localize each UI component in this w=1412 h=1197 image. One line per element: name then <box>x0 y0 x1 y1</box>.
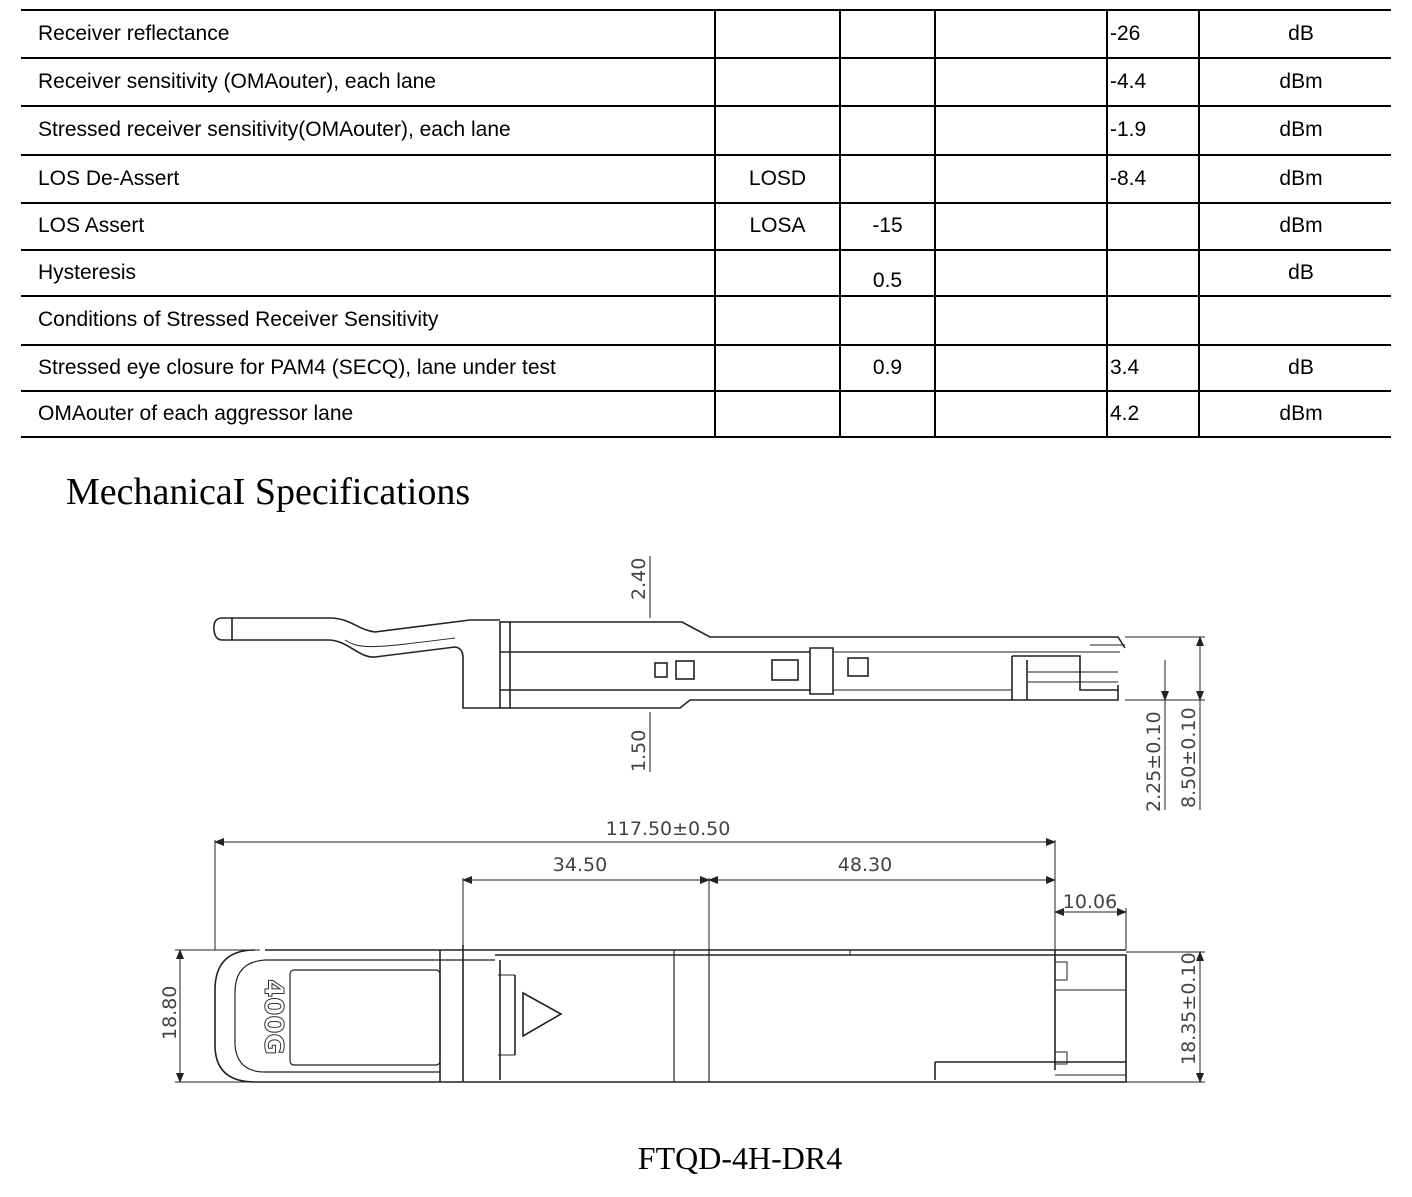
param-cell: LOS De-Assert <box>38 166 180 190</box>
max-cell: 4.2 <box>1110 401 1140 425</box>
unit-cell: dB <box>1288 21 1314 45</box>
param-cell: Receiver reflectance <box>38 21 230 45</box>
table-rule <box>21 57 1391 59</box>
typ-cell <box>935 345 1107 390</box>
typ-cell <box>935 155 1107 202</box>
typ-cell <box>935 203 1107 249</box>
column-divider <box>714 10 716 437</box>
drawing-caption: FTQD-4H-DR4 <box>637 1140 843 1176</box>
table-row: Hysteresis 0.5 dB <box>21 250 1391 295</box>
min-cell: -15 <box>872 214 903 237</box>
unit-cell: dBm <box>1279 118 1323 141</box>
symbol-cell: LOSD <box>748 166 807 190</box>
min-cell: 0.5 <box>872 268 903 292</box>
symbol-cell <box>715 10 840 57</box>
param-cell: Stressed receiver sensitivity(OMAouter),… <box>38 118 511 141</box>
symbol-cell <box>715 250 840 295</box>
column-divider <box>1198 10 1200 437</box>
min-cell <box>840 10 935 57</box>
max-cell: -1.9 <box>1110 118 1147 141</box>
unit-cell: dBm <box>1279 214 1323 237</box>
max-cell: -8.4 <box>1110 166 1147 190</box>
max-cell: 3.4 <box>1110 355 1140 379</box>
column-divider <box>1106 10 1108 437</box>
spec-table: Receiver reflectance -26 dB Receiver sen… <box>0 0 1412 440</box>
table-rule <box>21 105 1391 107</box>
dim-a: 34.50 <box>553 854 607 876</box>
max-cell: -26 <box>1110 21 1141 45</box>
dim-right-inner: 2.25±0.10 <box>1143 711 1165 812</box>
dim-top: 2.40 <box>628 558 650 600</box>
table-rule <box>21 436 1391 438</box>
param-cell: Conditions of Stressed Receiver Sensitiv… <box>38 308 439 331</box>
table-rule <box>21 202 1391 204</box>
dim-total: 117.50±0.50 <box>606 818 731 840</box>
min-cell <box>840 296 935 344</box>
table-rule <box>21 390 1391 392</box>
table-row: Receiver reflectance -26 dB <box>21 10 1391 57</box>
typ-cell <box>935 10 1107 57</box>
max-cell <box>1107 296 1202 344</box>
symbol-cell <box>715 296 840 344</box>
dim-right-outer: 8.50±0.10 <box>1178 707 1200 808</box>
param-cell: Hysteresis <box>38 260 137 284</box>
table-rule <box>21 295 1391 297</box>
unit-cell: dBm <box>1279 166 1323 190</box>
typ-cell <box>935 296 1107 344</box>
unit-cell: dB <box>1288 355 1314 379</box>
typ-cell <box>935 58 1107 105</box>
unit-cell: dB <box>1288 260 1314 284</box>
table-row: Conditions of Stressed Receiver Sensitiv… <box>21 296 1391 344</box>
unit-cell: dBm <box>1279 69 1323 93</box>
max-cell: -4.4 <box>1110 69 1147 93</box>
typ-cell <box>935 106 1107 154</box>
top-view <box>175 838 1205 1083</box>
table-rule <box>21 9 1391 11</box>
mechanical-drawing: 2.40 1.50 2.25±0.10 8.50±0.10 <box>159 556 1205 1083</box>
dim-c: 10.06 <box>1063 891 1117 913</box>
table-row: Receiver sensitivity (OMAouter), each la… <box>21 58 1391 105</box>
dim-bottom: 1.50 <box>628 730 650 772</box>
side-view <box>213 556 1205 810</box>
param-cell: OMAouter of each aggressor lane <box>38 401 354 425</box>
max-cell <box>1107 203 1202 249</box>
max-cell <box>1107 250 1202 295</box>
symbol-cell <box>715 345 840 390</box>
column-divider <box>934 10 936 437</box>
table-rule <box>21 154 1391 156</box>
symbol-cell: LOSA <box>749 214 806 237</box>
unit-cell <box>1199 296 1391 344</box>
table-row: OMAouter of each aggressor lane 4.2 dBm <box>21 391 1391 436</box>
table-row: Stressed receiver sensitivity(OMAouter),… <box>21 106 1391 154</box>
unit-cell: dBm <box>1279 401 1323 425</box>
symbol-cell <box>715 58 840 105</box>
min-cell <box>840 58 935 105</box>
min-cell <box>840 155 935 202</box>
section-heading: MechanicaI Specifications <box>66 471 471 513</box>
symbol-cell <box>715 106 840 154</box>
dim-b: 48.30 <box>838 854 892 876</box>
param-cell: Receiver sensitivity (OMAouter), each la… <box>38 69 436 93</box>
table-row: LOS De-Assert LOSD -8.4 dBm <box>21 155 1391 202</box>
typ-cell <box>935 391 1107 436</box>
table-row: Stressed eye closure for PAM4 (SECQ), la… <box>21 345 1391 390</box>
dim-height-left: 18.80 <box>159 986 181 1040</box>
typ-cell <box>935 250 1107 295</box>
dim-height-right: 18.35±0.10 <box>1178 952 1200 1065</box>
symbol-cell <box>715 391 840 436</box>
min-cell <box>840 106 935 154</box>
param-cell: Stressed eye closure for PAM4 (SECQ), la… <box>38 355 556 379</box>
table-rule <box>21 249 1391 251</box>
min-cell <box>840 391 935 436</box>
param-cell: LOS Assert <box>38 214 145 237</box>
badge-400g: 400G <box>258 979 288 1055</box>
column-divider <box>839 10 841 437</box>
table-rule <box>21 344 1391 346</box>
table-row: LOS Assert LOSA -15 dBm <box>21 203 1391 249</box>
min-cell: 0.9 <box>872 355 903 379</box>
